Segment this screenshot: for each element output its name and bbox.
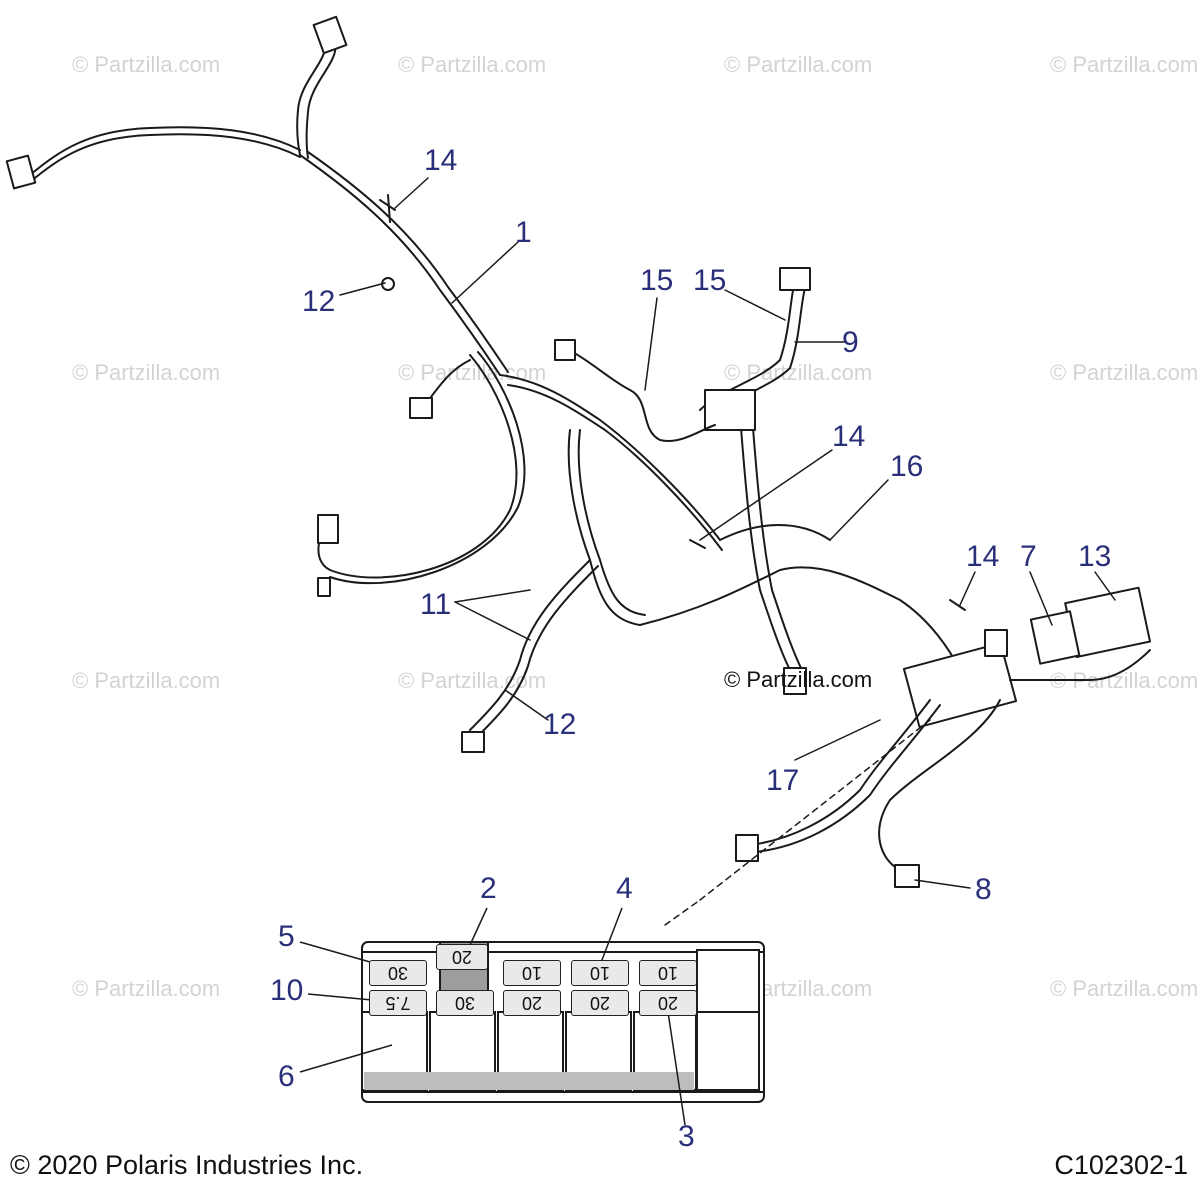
fuse-label: 10 <box>639 960 697 986</box>
fuse-label: 30 <box>369 960 427 986</box>
fuse-label: 20 <box>503 990 561 1016</box>
callout-16[interactable]: 16 <box>890 450 924 483</box>
watermark: © Partzilla.com <box>724 52 873 77</box>
watermark: © Partzilla.com <box>1050 360 1199 385</box>
watermark: © Partzilla.com <box>72 52 221 77</box>
fuse-label: 7.5 <box>369 990 427 1016</box>
callout-13[interactable]: 13 <box>1078 540 1112 573</box>
callout-8[interactable]: 8 <box>975 873 992 906</box>
relay-block <box>1029 610 1081 665</box>
callout-10[interactable]: 10 <box>270 974 304 1007</box>
callout-12[interactable]: 12 <box>543 708 577 741</box>
callout-12[interactable]: 12 <box>302 285 336 318</box>
fuse-label: 20 <box>571 990 629 1016</box>
watermark: © Partzilla.com <box>72 360 221 385</box>
callout-14[interactable]: 14 <box>424 144 458 177</box>
callout-4[interactable]: 4 <box>616 872 633 905</box>
callout-15[interactable]: 15 <box>693 264 727 297</box>
callout-6[interactable]: 6 <box>278 1060 295 1093</box>
fuse-label: 20 <box>639 990 697 1016</box>
watermark: © Partzilla.com <box>1050 976 1199 1001</box>
copyright-text: © 2020 Polaris Industries Inc. <box>10 1150 364 1180</box>
callout-15[interactable]: 15 <box>640 264 674 297</box>
watermark: © Partzilla.com <box>72 976 221 1001</box>
watermark: © Partzilla.com <box>398 360 547 385</box>
callout-5[interactable]: 5 <box>278 920 295 953</box>
harness-branch-left <box>29 126 301 176</box>
fuse-label: 30 <box>436 990 494 1016</box>
callout-14[interactable]: 14 <box>832 420 866 453</box>
watermark: © Partzilla.com <box>398 52 547 77</box>
callout-3[interactable]: 3 <box>678 1120 695 1153</box>
harness-main-trunk <box>299 154 501 376</box>
watermark: © Partzilla.com <box>1050 52 1199 77</box>
callout-9[interactable]: 9 <box>842 326 859 359</box>
callout-11[interactable]: 11 <box>420 588 452 621</box>
fuse-label: 10 <box>503 960 561 986</box>
fuse-label: 10 <box>571 960 629 986</box>
watermark: © Partzilla.com <box>72 668 221 693</box>
harness-branch-top <box>296 39 327 156</box>
diagram-code: C102302-1 <box>1054 1150 1188 1180</box>
callout-2[interactable]: 2 <box>480 872 497 905</box>
callout-7[interactable]: 7 <box>1020 540 1037 573</box>
center-watermark: © Partzilla.com <box>724 667 873 692</box>
fuse-box-body <box>902 642 1018 728</box>
fuse-label: 20 <box>436 944 488 970</box>
fuse-box-detail <box>299 907 765 1126</box>
callout-14[interactable]: 14 <box>966 540 1000 573</box>
callout-17[interactable]: 17 <box>766 764 800 797</box>
callout-1[interactable]: 1 <box>515 216 532 249</box>
harness-loop-left <box>317 354 518 579</box>
harness-central-frame <box>499 374 831 541</box>
